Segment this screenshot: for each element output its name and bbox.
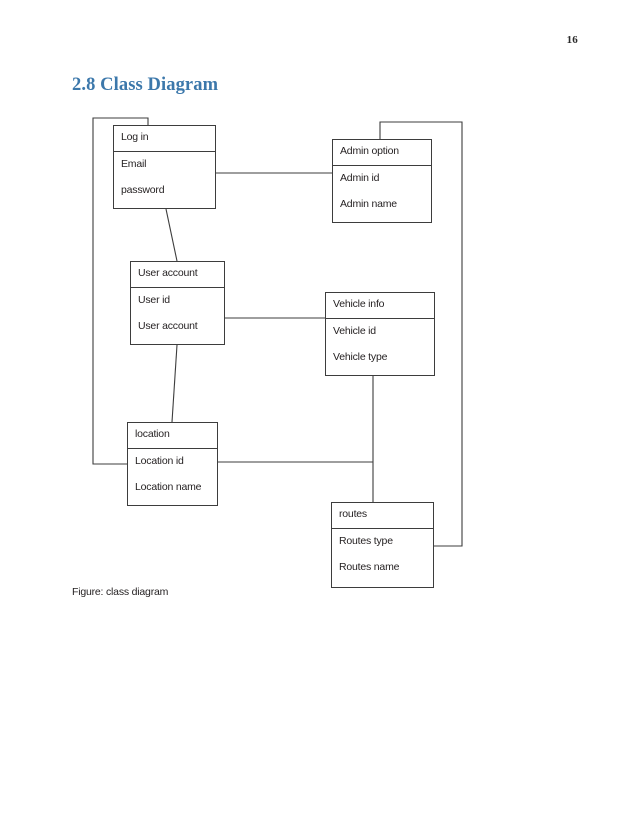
class-box-login[interactable]: Log in Email password [113, 125, 216, 209]
class-box-routes[interactable]: routes Routes type Routes name [331, 502, 434, 588]
class-box-admin-option[interactable]: Admin option Admin id Admin name [332, 139, 432, 223]
class-attribute: Routes type [339, 535, 393, 547]
class-name-vehicle-info: Vehicle info [326, 293, 434, 319]
class-attribute: Location id [135, 455, 184, 467]
class-attribute: User id [138, 294, 170, 306]
class-attribute: Email [121, 158, 147, 170]
class-attributes-login: Email password [114, 152, 215, 201]
class-attribute: Location name [135, 481, 202, 493]
class-attribute: Vehicle type [333, 351, 388, 363]
class-box-location[interactable]: location Location id Location name [127, 422, 218, 506]
page-title: 2.8 Class Diagram [72, 75, 219, 95]
class-name-login: Log in [114, 126, 215, 152]
class-attribute: User account [138, 320, 198, 332]
class-name-user-account: User account [131, 262, 224, 288]
class-attributes-location: Location id Location name [128, 449, 217, 498]
class-box-vehicle-info[interactable]: Vehicle info Vehicle id Vehicle type [325, 292, 435, 376]
class-box-user-account[interactable]: User account User id User account [130, 261, 225, 345]
class-attribute: Admin id [340, 172, 380, 184]
figure-caption: Figure: class diagram [72, 586, 169, 598]
assoc-user-location [171, 344, 178, 423]
page-number: 16 [566, 34, 578, 46]
class-attributes-vehicle-info: Vehicle id Vehicle type [326, 319, 434, 368]
assoc-login-user [165, 208, 178, 262]
class-attributes-user-account: User id User account [131, 288, 224, 337]
class-attribute: Vehicle id [333, 325, 376, 337]
class-name-admin-option: Admin option [333, 140, 431, 166]
class-name-routes: routes [332, 503, 433, 529]
class-attribute: Admin name [340, 198, 397, 210]
class-name-location: location [128, 423, 217, 449]
class-attribute: Routes name [339, 561, 400, 573]
class-attributes-admin-option: Admin id Admin name [333, 166, 431, 215]
class-attributes-routes: Routes type Routes name [332, 529, 433, 578]
class-attribute: password [121, 184, 165, 196]
